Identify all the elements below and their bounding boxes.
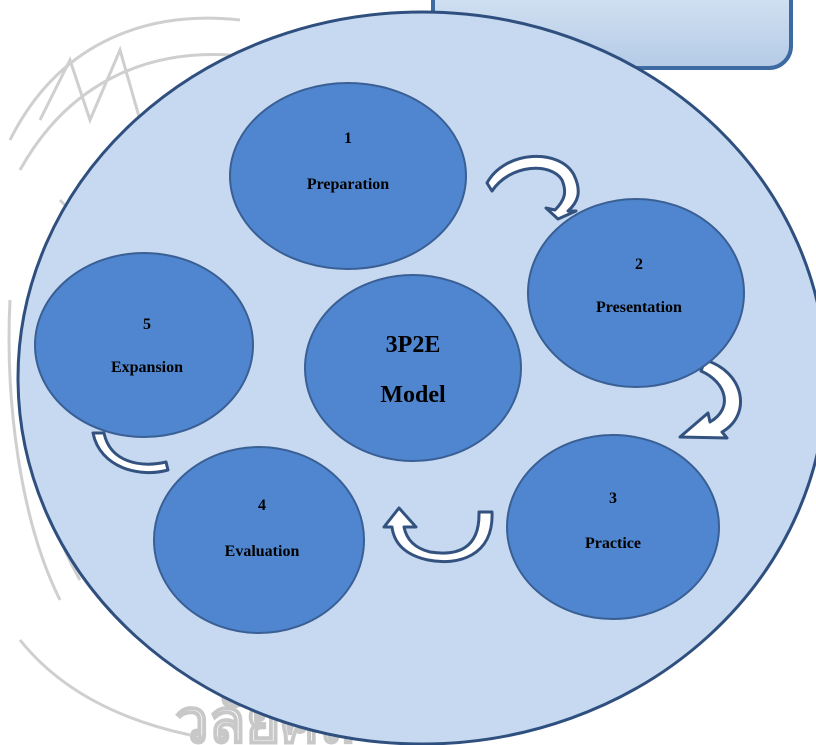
stage-2-name: Presentation xyxy=(596,299,682,316)
stage-3-number: 3 xyxy=(609,490,617,507)
stage-1-name: Preparation xyxy=(307,176,389,193)
stage-2-number: 2 xyxy=(635,256,643,273)
arrows xyxy=(91,154,742,564)
stage-4-name: Evaluation xyxy=(225,543,300,560)
stage-5-number: 5 xyxy=(143,316,151,333)
arrow-2-to-3 xyxy=(678,358,742,440)
stage-circle-presentation xyxy=(527,198,745,388)
stage-circle-expansion xyxy=(34,252,254,438)
center-title-line2: Model xyxy=(380,382,446,408)
center-title-line1: 3P2E xyxy=(386,332,441,358)
stage-5-name: Expansion xyxy=(111,359,183,376)
center-circle xyxy=(304,274,522,462)
stage-3-name: Practice xyxy=(585,535,641,552)
stage-circle-preparation xyxy=(229,82,467,270)
arrow-5-to-4 xyxy=(91,431,170,475)
stage-circle-evaluation xyxy=(153,446,365,634)
arrow-3-to-4 xyxy=(382,506,494,564)
stage-1-number: 1 xyxy=(344,130,352,147)
stage-circle-practice xyxy=(506,434,720,620)
arrow-1-to-2 xyxy=(485,154,580,221)
stage-4-number: 4 xyxy=(258,497,266,514)
